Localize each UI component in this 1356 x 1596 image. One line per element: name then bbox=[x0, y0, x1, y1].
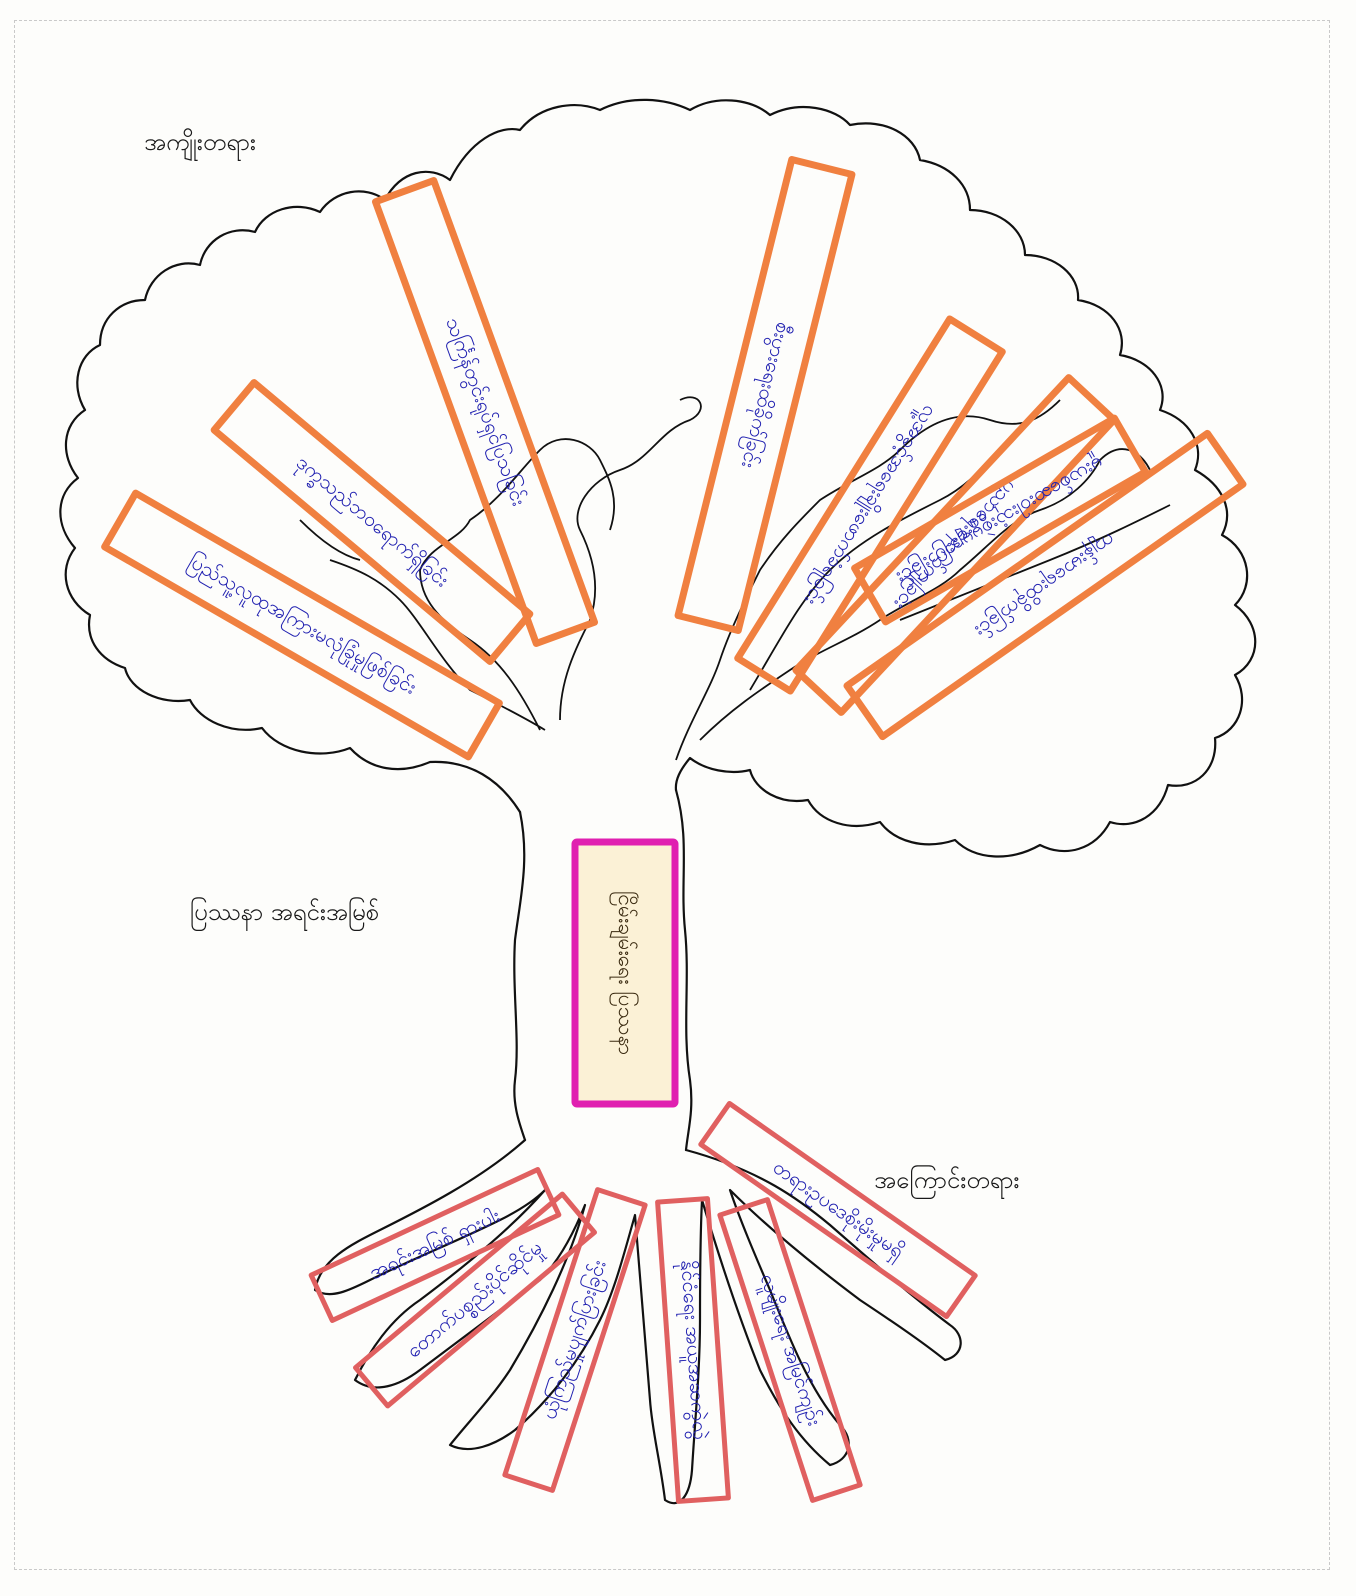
core-problem-heading: ပြဿနာ အရင်းအမြစ် bbox=[190, 896, 379, 932]
effect-note-2: ပြည်သူ့လူထုအကြားမလုံခြုံမှုဖြစ်ခြင်း bbox=[105, 493, 500, 757]
effect-note-text: ဒုက္ခသည်ဘဝရောက်ရှိခြင်း bbox=[289, 450, 454, 595]
effects-heading: အကျိုးတရား bbox=[144, 126, 256, 162]
cause-note-text: နိုင်ငံရေး အယူအဆကွဲလွဲ bbox=[672, 1259, 712, 1441]
causes-heading: အကြောင်းတရား bbox=[874, 1164, 1019, 1200]
